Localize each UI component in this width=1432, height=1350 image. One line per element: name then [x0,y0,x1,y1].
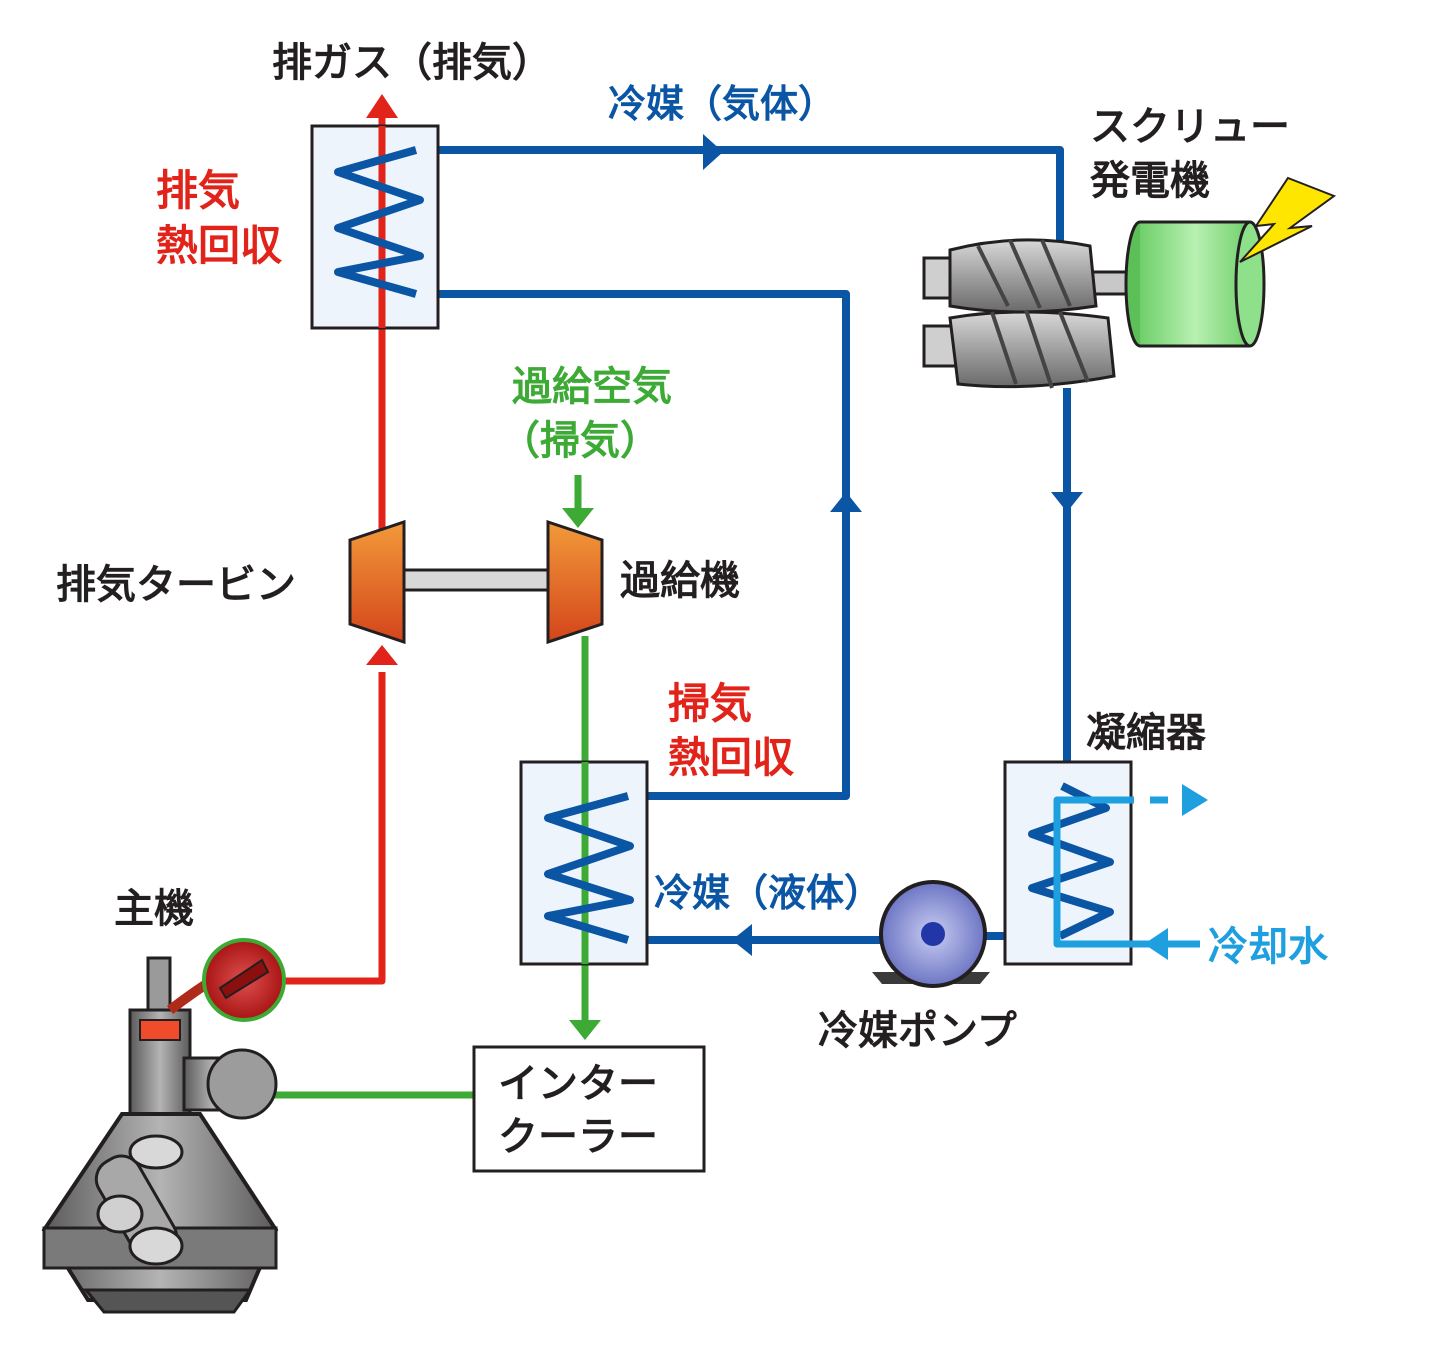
refrigerant-pump-label: 冷媒ポンプ [818,1008,1017,1054]
engine-icon [41,938,286,1314]
pump-icon [872,880,990,988]
charge-air-arrow-in [562,508,594,528]
intercooler-box [472,1045,706,1173]
charge-air-arrow-to-intercooler [569,1020,601,1040]
refrigerant-gas-arrow [703,134,723,170]
exhaust-recovery-label-line1: 排気 [156,166,240,215]
refrigerant-down-arrow [1051,492,1083,512]
exhaust-arrow-out [366,94,398,118]
screw-rotor-icon [922,238,1116,389]
condenser-label: 凝縮器 [1086,710,1207,756]
turbocharger-label: 過給機 [620,558,740,604]
scavenge-recovery-label-line2: 熱回収 [668,733,794,782]
screw-generator-label-line1: スクリュー [1090,104,1290,150]
main-engine-label: 主機 [114,886,194,932]
exhaust-recovery-label-line2: 熱回収 [156,221,282,270]
refrigerant-liquid-arrow [732,924,752,956]
charge-air-label-line2: （掃気） [500,418,660,464]
screw-generator-label-line2: 発電機 [1090,158,1210,204]
charge-air-label-line1: 過給空気 [512,364,672,410]
turbo-shaft [398,568,552,592]
exhaust-turbine-label: 排気タービン [56,562,296,608]
refrigerant-gas-label: 冷媒（気体） [608,82,836,126]
exhaust-gas-label: 排ガス（排気） [272,40,552,86]
turbocharger-assembly [348,519,604,645]
exhaust-arrow-into-turbine [366,645,398,665]
exhaust-heat-exchanger [310,124,440,330]
refrigerant-up-arrow [830,492,862,512]
turbine-icon [348,519,406,645]
cooling-water-out-arrow [1182,784,1208,816]
compressor-icon [546,519,604,645]
refrigerant-liquid-label: 冷媒（液体） [654,871,882,915]
intercooler-label-line1: インター [498,1061,658,1107]
intercooler-label-line2: クーラー [498,1114,658,1160]
generator-icon [1124,220,1266,348]
scavenge-heat-exchanger [519,760,649,966]
scavenge-recovery-label-line1: 掃気 [668,679,752,728]
lightning-icon [1239,176,1337,263]
cooling-water-label: 冷却水 [1208,924,1329,970]
condenser [1003,760,1208,966]
screw-generator [922,176,1337,389]
cooling-water-in-arrow [1144,928,1168,960]
refrigerant-loop [416,134,1083,956]
